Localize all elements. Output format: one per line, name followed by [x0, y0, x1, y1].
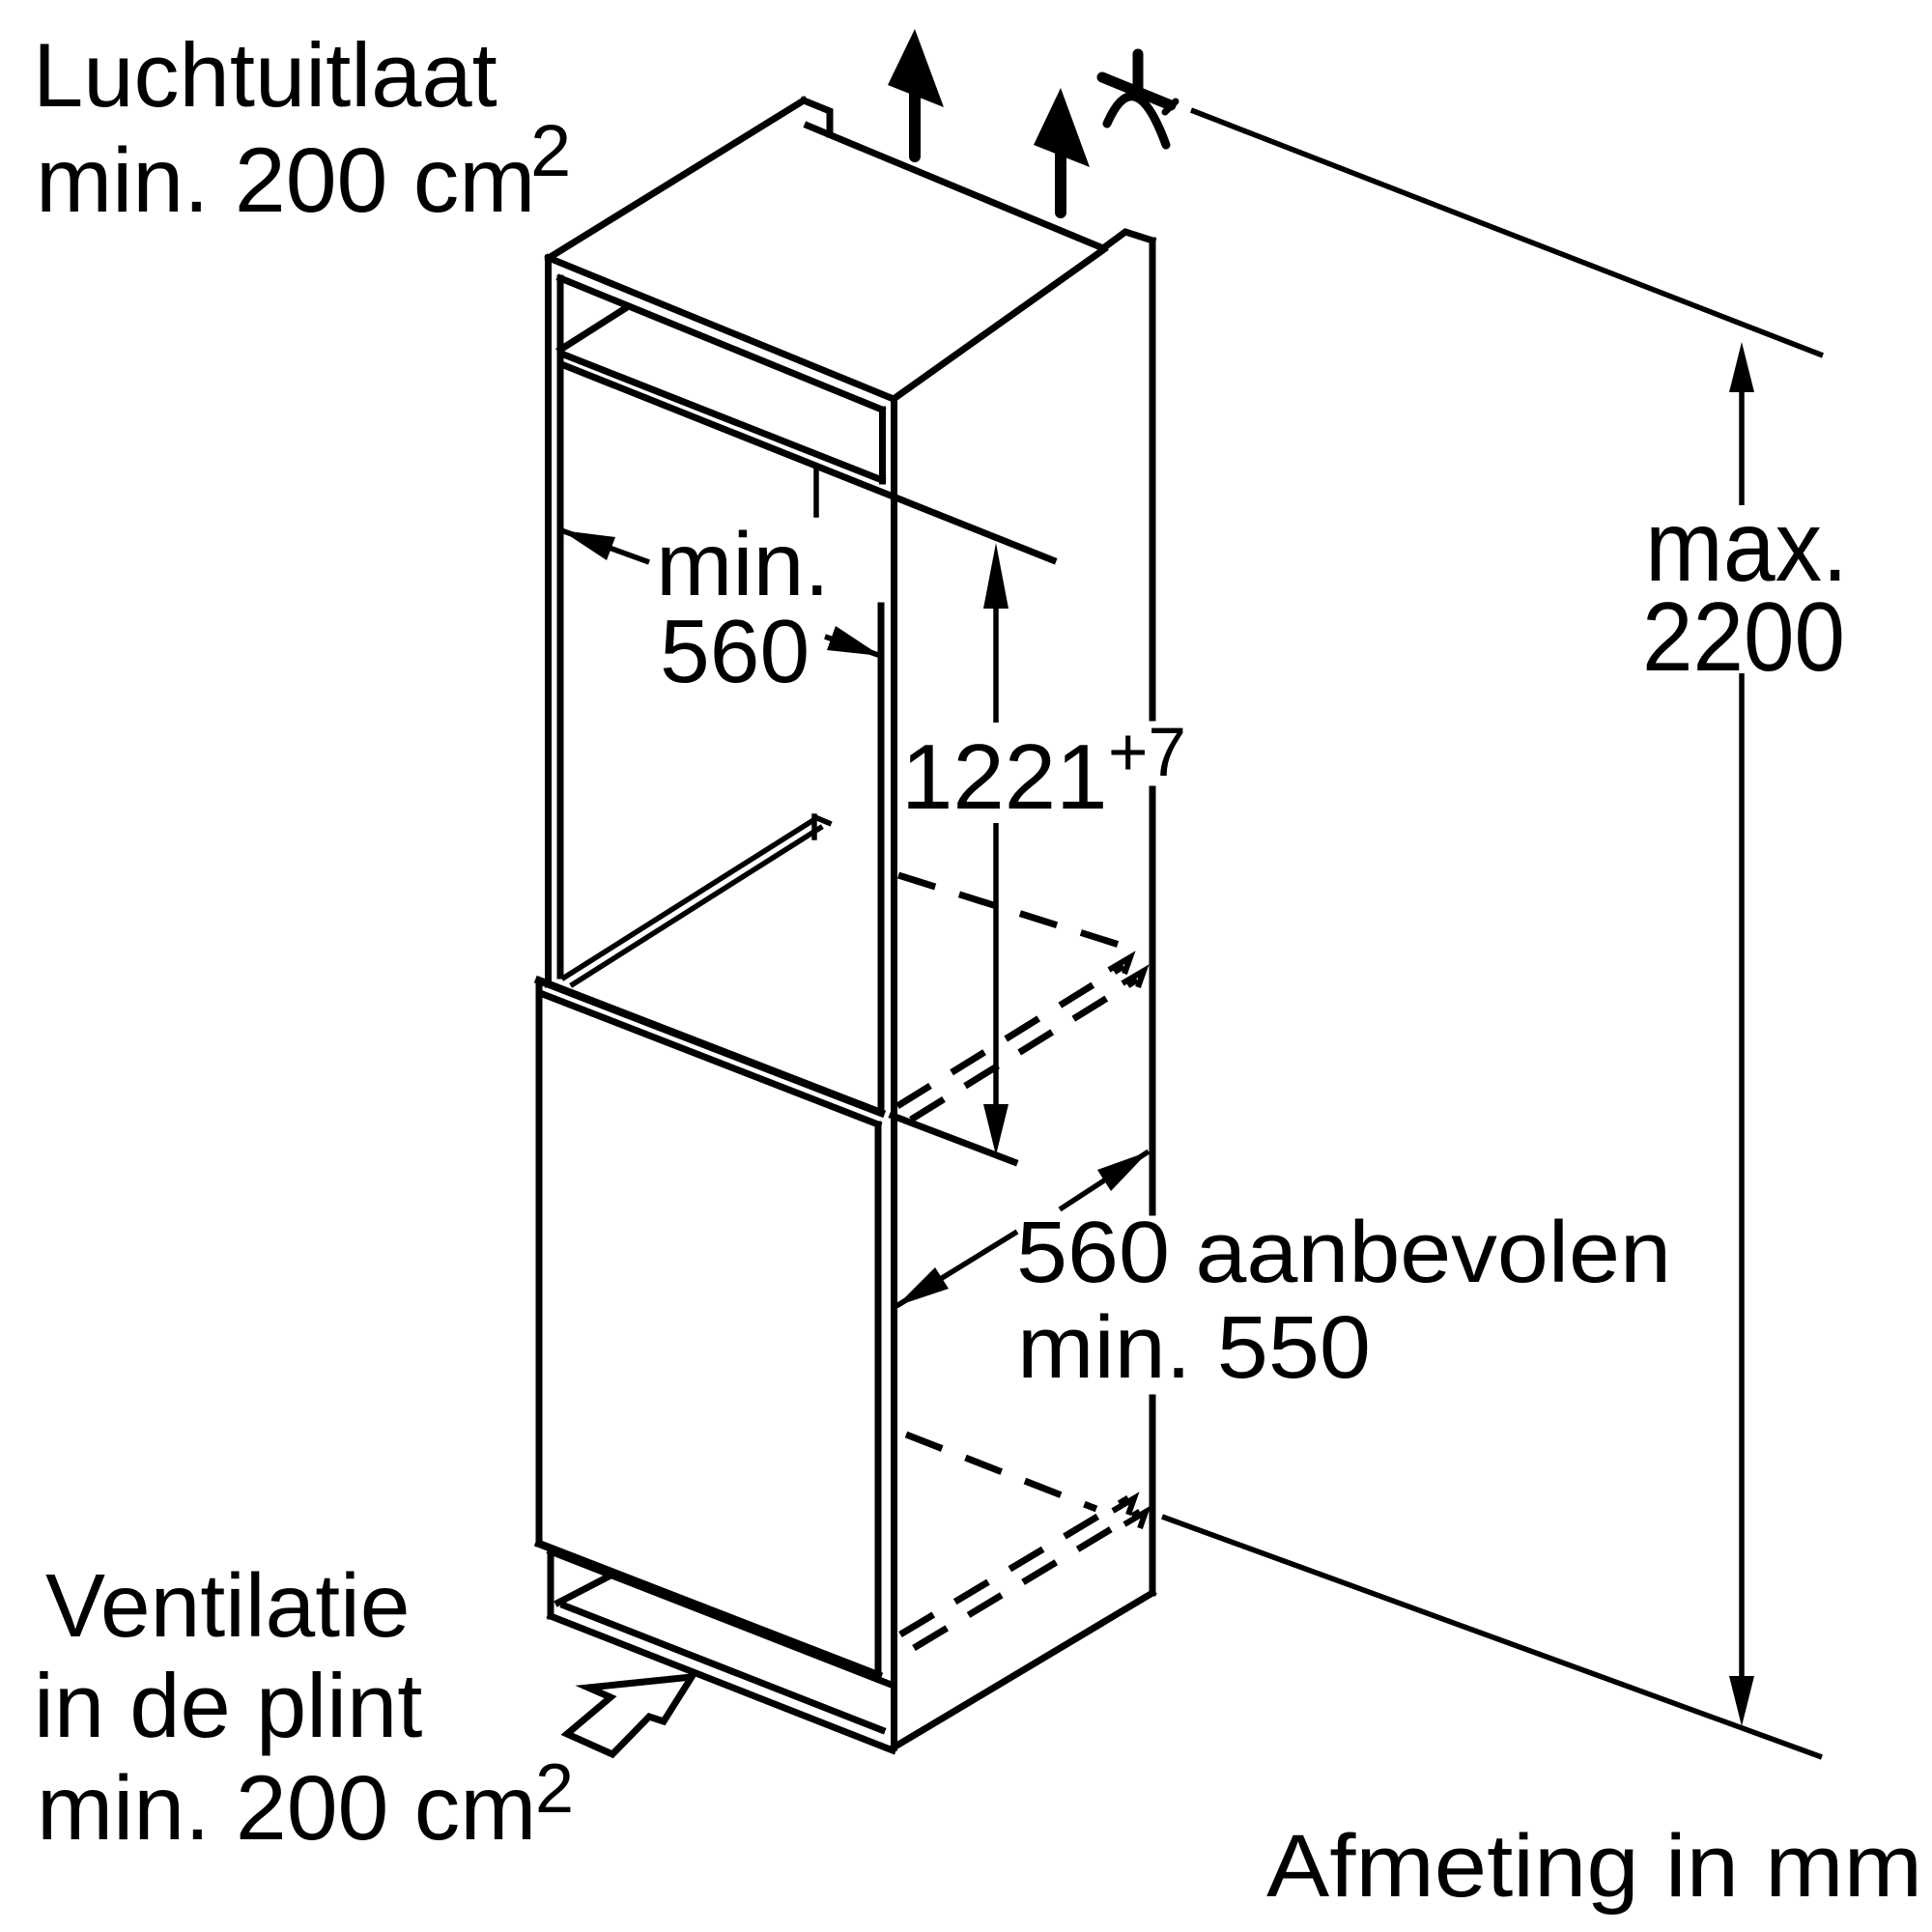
svg-text:+7: +7: [1108, 715, 1186, 791]
svg-text:min. 200 cm: min. 200 cm: [36, 129, 535, 232]
svg-text:min.: min.: [656, 514, 830, 614]
svg-text:in de plint: in de plint: [34, 1655, 422, 1756]
svg-text:min. 550: min. 550: [1017, 1298, 1371, 1397]
svg-text:560: 560: [660, 601, 810, 701]
svg-text:1221: 1221: [901, 725, 1108, 829]
svg-text:2200: 2200: [1642, 583, 1845, 692]
svg-text:Afmeting in mm: Afmeting in mm: [1266, 1817, 1922, 1916]
svg-text:2: 2: [530, 110, 571, 192]
svg-text:2: 2: [535, 1750, 574, 1828]
svg-text:max.: max.: [1645, 491, 1848, 603]
svg-text:560 aanbevolen: 560 aanbevolen: [1016, 1205, 1671, 1301]
svg-text:min. 200 cm: min. 200 cm: [37, 1757, 536, 1860]
svg-text:Luchtuitlaat: Luchtuitlaat: [33, 24, 497, 126]
svg-text:Ventilatie: Ventilatie: [45, 1555, 410, 1656]
